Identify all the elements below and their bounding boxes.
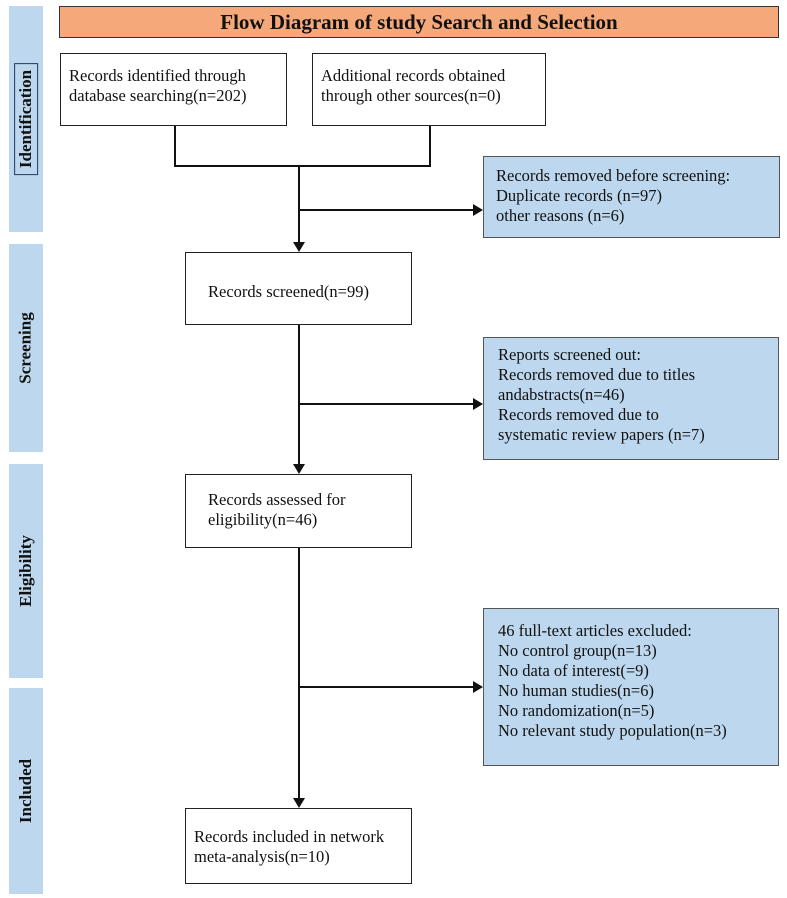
box-line: No control group(n=13) bbox=[498, 641, 657, 660]
box-line: No relevant study population(n=3) bbox=[498, 721, 727, 740]
connector-line bbox=[298, 686, 474, 688]
stage-identification: Identification bbox=[9, 6, 43, 232]
arrowhead-right bbox=[473, 204, 483, 216]
box-line: 46 full-text articles excluded: bbox=[498, 621, 692, 640]
box-line: Records removed before screening: bbox=[496, 166, 731, 185]
records-included-box: Records included in network meta-analysi… bbox=[185, 808, 412, 884]
box-line: other reasons (n=6) bbox=[496, 206, 625, 225]
connector-line bbox=[298, 325, 300, 465]
connector-line bbox=[174, 165, 431, 167]
box-line: Records removed due to bbox=[498, 405, 659, 424]
box-line: Records removed due to titles bbox=[498, 365, 696, 384]
arrowhead-down bbox=[293, 798, 305, 808]
box-line: No randomization(n=5) bbox=[498, 701, 655, 720]
box-line: Records identified through bbox=[69, 66, 246, 85]
box-line: Reports screened out: bbox=[498, 345, 641, 364]
arrowhead-down bbox=[293, 242, 305, 252]
connector-line bbox=[174, 126, 176, 166]
stage-eligibility: Eligibility bbox=[9, 464, 43, 678]
connector-line bbox=[298, 548, 300, 799]
stage-screening: Screening bbox=[9, 244, 43, 452]
stage-included: Included bbox=[9, 688, 43, 894]
database-records-box: Records identified through database sear… bbox=[60, 53, 287, 126]
arrowhead-right bbox=[473, 681, 483, 693]
removed-before-screening-box: Records removed before screening: Duplic… bbox=[483, 156, 780, 238]
box-line: andabstracts(n=46) bbox=[498, 385, 625, 404]
connector-line bbox=[298, 209, 474, 211]
connector-line bbox=[298, 165, 300, 243]
arrowhead-down bbox=[293, 464, 305, 474]
box-line: database searching(n=202) bbox=[69, 86, 247, 105]
box-line: eligibility(n=46) bbox=[208, 510, 318, 529]
box-line: systematic review papers (n=7) bbox=[498, 425, 705, 444]
diagram-title: Flow Diagram of study Search and Selecti… bbox=[59, 6, 779, 38]
box-line: meta-analysis(n=10) bbox=[194, 847, 330, 866]
box-line: Duplicate records (n=97) bbox=[496, 186, 662, 205]
other-sources-box: Additional records obtained through othe… bbox=[312, 53, 546, 126]
reports-screened-out-box: Reports screened out: Records removed du… bbox=[483, 337, 779, 460]
box-line: Records included in network bbox=[194, 827, 385, 846]
arrowhead-right bbox=[473, 398, 483, 410]
box-line: No human studies(n=6) bbox=[498, 681, 654, 700]
box-line: Additional records obtained bbox=[321, 66, 506, 85]
records-screened-box: Records screened(n=99) bbox=[185, 252, 412, 325]
box-line: through other sources(n=0) bbox=[321, 86, 501, 105]
box-line: No data of interest(=9) bbox=[498, 661, 649, 680]
records-assessed-box: Records assessed for eligibility(n=46) bbox=[185, 474, 412, 548]
connector-line bbox=[298, 403, 474, 405]
box-line: Records assessed for bbox=[208, 490, 346, 509]
full-text-excluded-box: 46 full-text articles excluded: No contr… bbox=[483, 608, 779, 766]
box-line: Records screened(n=99) bbox=[208, 282, 369, 301]
connector-line bbox=[429, 126, 431, 166]
